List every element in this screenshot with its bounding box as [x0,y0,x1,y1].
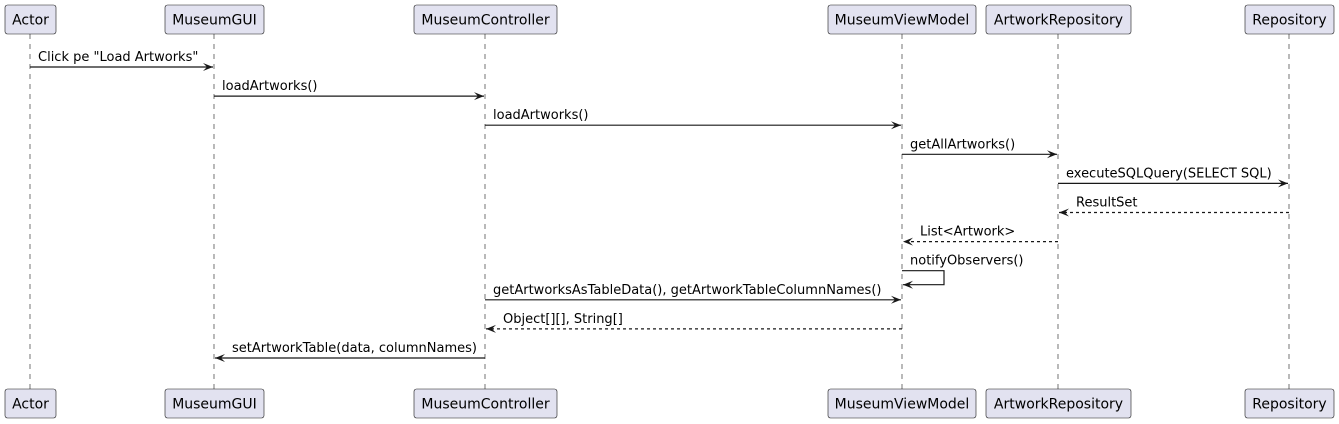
participant-box [413,388,558,419]
message-5: executeSQLQuery(SELECT SQL) [1058,166,1288,188]
participant-viewmodel-bottom: MuseumViewModel [827,388,977,419]
arrowhead [1059,208,1069,217]
message-label: getAllArtworks() [910,137,1015,152]
message-2: loadArtworks() [214,79,484,101]
participant-box [4,388,57,419]
message-line [902,270,945,286]
arrowhead [903,280,913,289]
participant-label: Repository [1252,13,1326,29]
message-label: executeSQLQuery(SELECT SQL) [1066,166,1272,181]
arrowhead [1278,179,1288,188]
message-3: loadArtworks() [485,108,901,130]
message-label: Click pe "Load Artworks" [38,50,198,65]
participant-viewmodel-top: MuseumViewModel [827,4,977,35]
participant-label: ArtworkRepository [994,397,1123,413]
message-6: ResultSet [1059,196,1289,217]
participant-actor-top: Actor [4,4,57,35]
message-label: List<Artwork> [920,225,1015,240]
participant-gui-bottom: MuseumGUI [164,388,265,419]
message-11: setArtworkTable(data, columnNames) [215,341,485,362]
message-label: loadArtworks() [222,79,318,94]
participant-box [1244,4,1335,35]
participant-repo-top: Repository [1244,4,1335,35]
participant-box [4,4,57,35]
message-label: Object[][], String[] [503,312,623,327]
participant-label: Actor [12,13,49,29]
arrowhead [215,354,225,362]
participant-label: ArtworkRepository [994,13,1123,29]
participant-gui-top: MuseumGUI [164,4,265,35]
participant-box [164,4,265,35]
participant-label: MuseumController [421,397,549,413]
participant-label: MuseumViewModel [835,397,970,413]
arrowhead [486,324,496,333]
participant-box [985,388,1132,419]
participant-controller-top: MuseumController [413,4,558,35]
arrowhead [891,121,901,130]
message-10: Object[][], String[] [486,312,902,333]
participant-label: Repository [1252,397,1326,413]
message-label: setArtworkTable(data, columnNames) [232,341,477,356]
participant-box [1244,388,1335,419]
message-8: notifyObservers() [902,254,1024,289]
message-label: notifyObservers() [910,254,1024,269]
participant-label: MuseumGUI [172,13,257,29]
participant-box [827,388,977,419]
participant-artrepo-top: ArtworkRepository [985,4,1132,35]
arrowhead [203,63,213,71]
message-1: Click pe "Load Artworks" [30,50,213,71]
participant-controller-bottom: MuseumController [413,388,558,419]
participant-box [413,4,558,35]
message-9: getArtworksAsTableData(), getArtworkTabl… [485,283,901,304]
message-4: getAllArtworks() [902,137,1057,159]
message-label: ResultSet [1076,196,1138,211]
message-label: loadArtworks() [493,108,589,123]
participant-artrepo-bottom: ArtworkRepository [985,388,1132,419]
participant-repo-bottom: Repository [1244,388,1335,419]
message-label: getArtworksAsTableData(), getArtworkTabl… [493,283,881,298]
participant-label: Actor [12,397,49,413]
arrowhead [474,92,484,101]
participant-box [985,4,1132,35]
participant-actor-bottom: Actor [4,388,57,419]
participant-label: MuseumViewModel [835,13,970,29]
participant-label: MuseumController [421,13,549,29]
arrowhead [903,237,913,246]
message-7: List<Artwork> [903,225,1058,246]
arrowhead [891,295,901,304]
participant-label: MuseumGUI [172,397,257,413]
arrowhead [1047,150,1057,159]
participant-box [827,4,977,35]
participant-box [164,388,265,419]
